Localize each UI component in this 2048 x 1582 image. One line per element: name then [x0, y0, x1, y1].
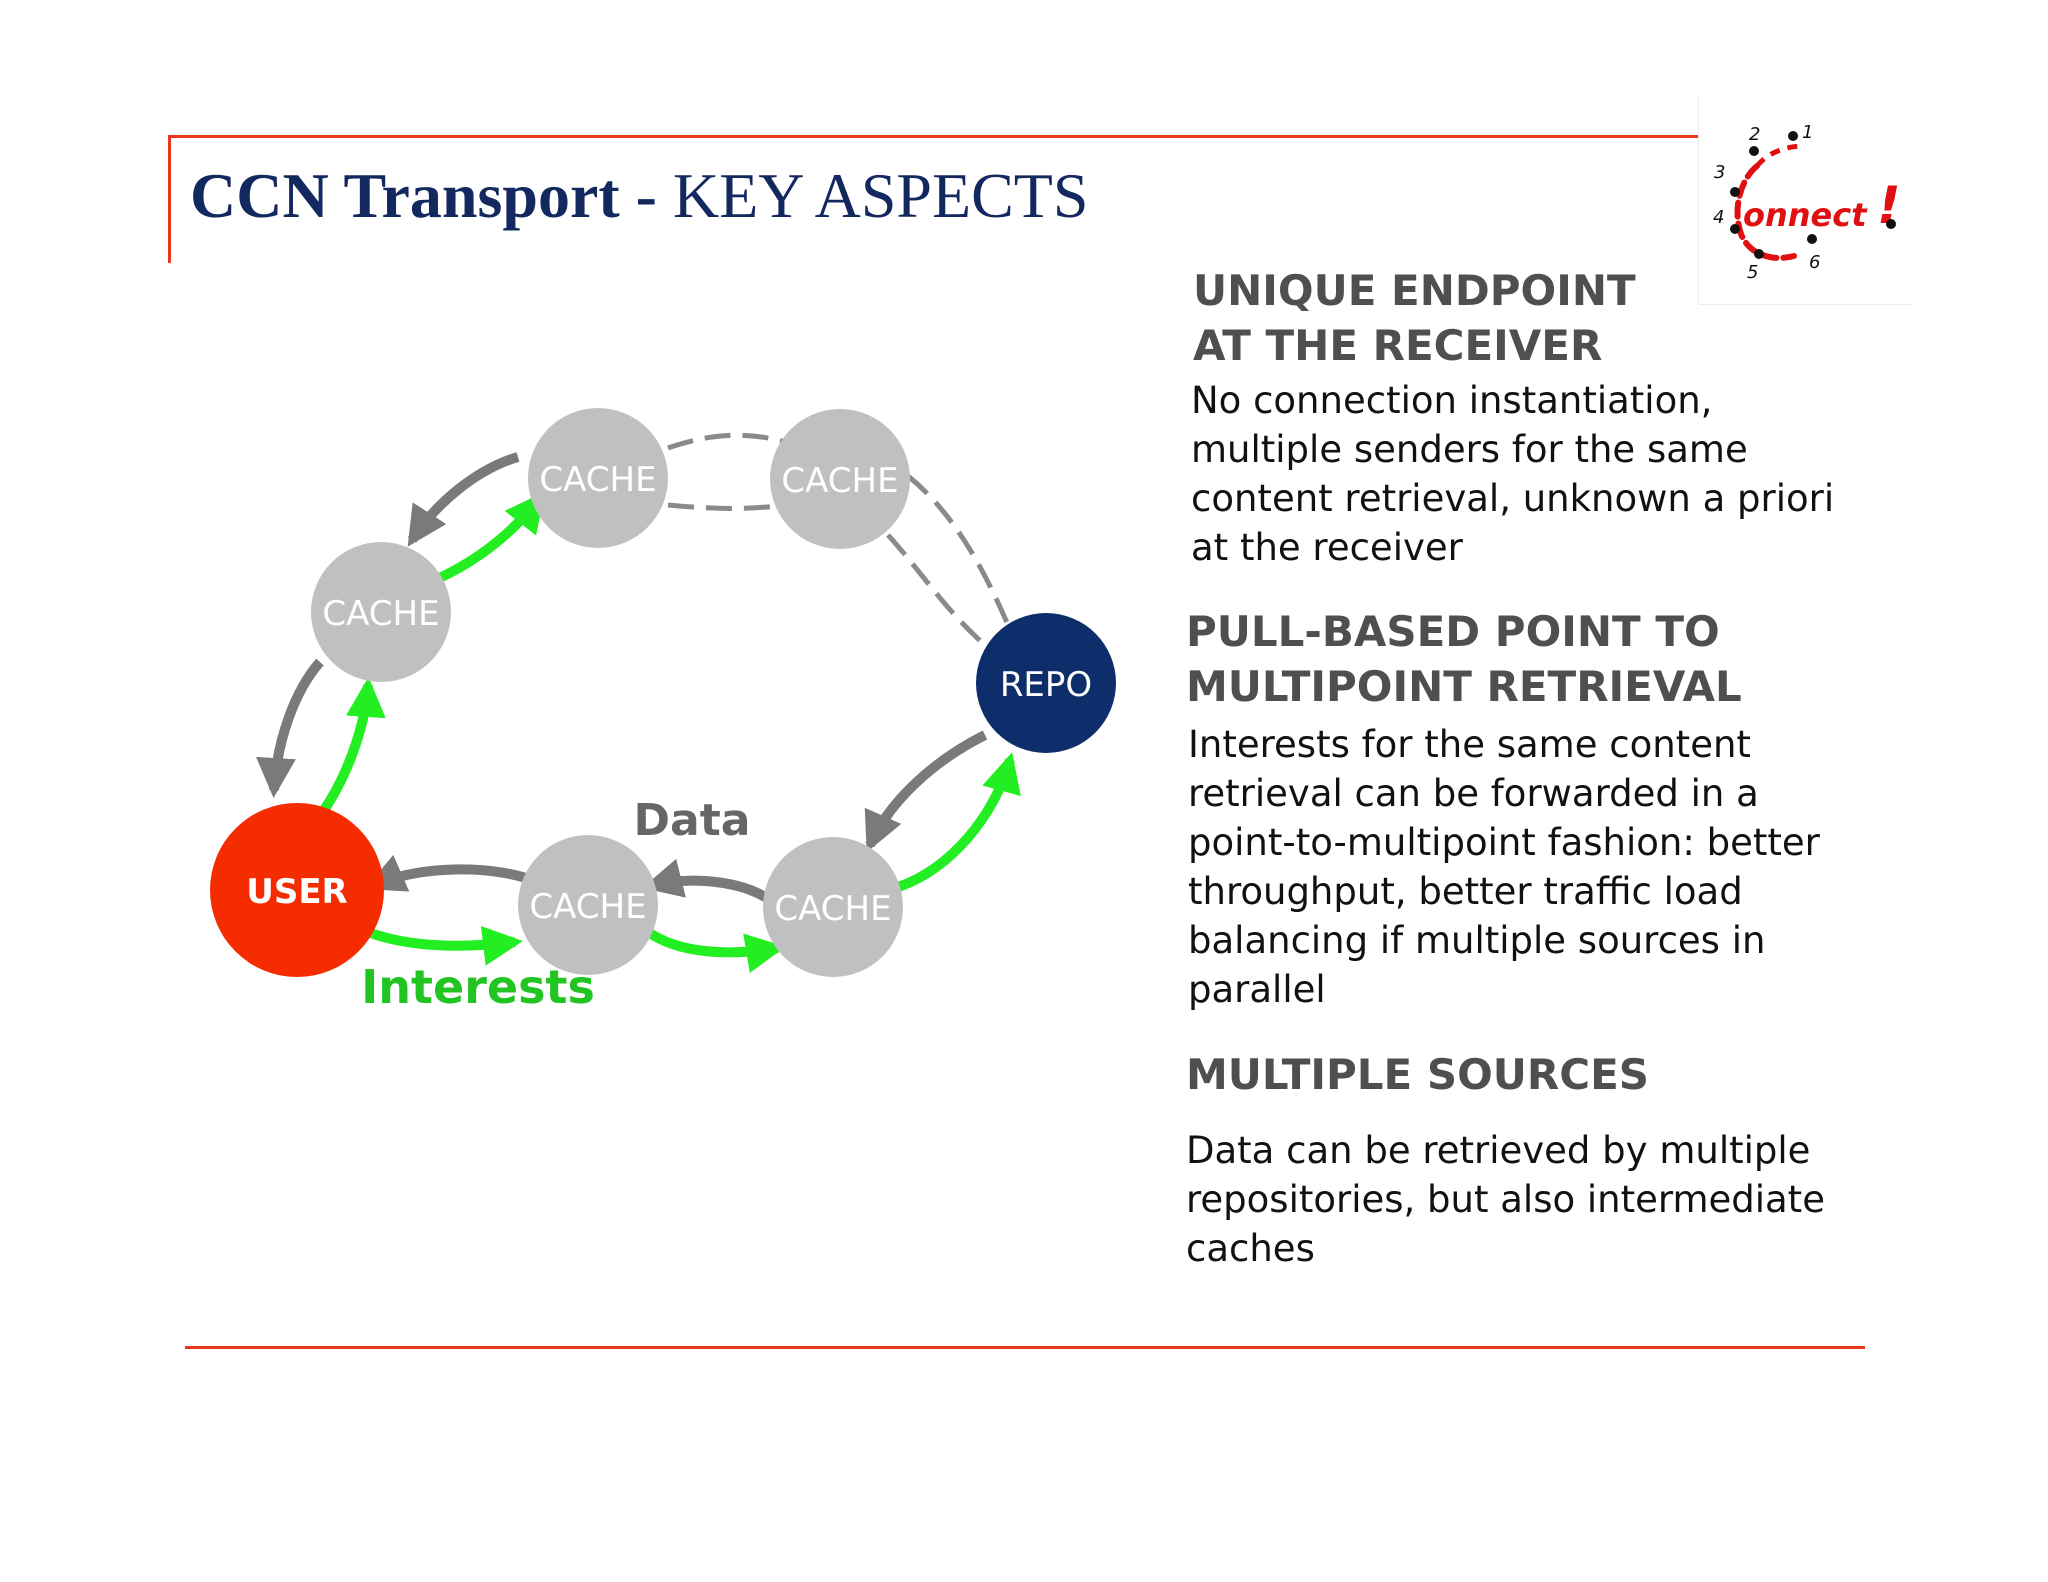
interests-label: Interests: [361, 960, 595, 1014]
heading-line: AT THE RECEIVER: [1193, 321, 1603, 370]
body-line: parallel: [1188, 968, 1326, 1011]
repo-label: REPO: [1000, 665, 1092, 705]
body-line: caches: [1186, 1227, 1315, 1270]
logo-dot: [1807, 234, 1817, 244]
repo-node: REPO: [976, 613, 1116, 753]
body-line: throughput, better traffic load: [1188, 870, 1743, 913]
logo-dot: [1886, 219, 1896, 229]
cache-label: CACHE: [529, 887, 646, 927]
data-arrow: [255, 658, 324, 798]
logo-wordmark: onnect: [1743, 196, 1868, 234]
logo-dot: [1749, 146, 1759, 156]
logo-c-top: [1755, 143, 1805, 168]
heading-line: UNIQUE ENDPOINT: [1193, 266, 1636, 315]
body-line: repositories, but also intermediate: [1186, 1178, 1825, 1221]
slide-title: CCN Transport - KEY ASPECTS: [190, 158, 1088, 235]
connect-logo: 2 1 3 4 5 6 onnect !: [1698, 96, 1911, 305]
header-rule-left: [168, 135, 171, 263]
cache-label: CACHE: [774, 889, 891, 929]
logo-dot: [1754, 249, 1764, 259]
cache-circle: [770, 409, 910, 549]
interest-arrow: [317, 677, 386, 816]
logo-c-arc: [1734, 163, 1797, 261]
cache-label: CACHE: [322, 594, 439, 634]
cache-circle: [528, 408, 668, 548]
cache-circle: [311, 542, 451, 682]
cache-label: CACHE: [539, 460, 656, 500]
body-line: Interests for the same content: [1188, 723, 1751, 766]
section-body-unique-endpoint: No connection instantiation, multiple se…: [1191, 376, 1834, 572]
logo-number: 2: [1749, 124, 1760, 145]
cache-label: CACHE: [781, 461, 898, 501]
cache-node-left: CACHE: [311, 542, 451, 682]
section-heading-unique-endpoint: UNIQUE ENDPOINT AT THE RECEIVER: [1193, 263, 1636, 373]
cache-circle: [763, 837, 903, 977]
section-heading-multiple-sources: MULTIPLE SOURCES: [1186, 1047, 1649, 1102]
cache-node-top-left: CACHE: [528, 408, 668, 548]
interest-arrow: [645, 927, 786, 973]
data-arrow: [864, 730, 988, 853]
logo-number: 6: [1809, 252, 1820, 273]
section-heading-pull-based: PULL-BASED POINT TO MULTIPOINT RETRIEVAL: [1186, 604, 1742, 714]
cache-circle: [518, 835, 658, 975]
title-bold: CCN Transport -: [190, 160, 657, 231]
interest-arrow: [896, 752, 1021, 892]
logo-number: 5: [1747, 262, 1758, 283]
heading-line: MULTIPLE SOURCES: [1186, 1050, 1650, 1099]
repo-circle: [976, 613, 1116, 753]
data-arrow: [642, 858, 773, 905]
heading-line: MULTIPOINT RETRIEVAL: [1186, 662, 1742, 711]
cache-node-bottom-mid: CACHE: [518, 835, 658, 975]
interest-arrow: [366, 925, 523, 966]
logo-number: 3: [1714, 162, 1725, 183]
interest-arrow: [432, 491, 545, 585]
body-line: No connection instantiation,: [1191, 379, 1713, 422]
body-line: Data can be retrieved by multiple: [1186, 1129, 1811, 1172]
logo-dot: [1730, 187, 1740, 197]
user-circle: [210, 803, 384, 977]
cache-node-bottom-right: CACHE: [763, 837, 903, 977]
connect-logo-graphic: 2 1 3 4 5 6 onnect !: [1713, 122, 1901, 283]
dashed-link: [886, 533, 987, 647]
data-arrow: [407, 452, 520, 547]
user-node: USER: [210, 803, 384, 977]
title-regular: KEY ASPECTS: [672, 160, 1089, 231]
logo-number: 1: [1802, 122, 1813, 143]
section-body-pull-based: Interests for the same content retrieval…: [1188, 720, 1820, 1014]
user-label: USER: [246, 872, 348, 912]
heading-line: PULL-BASED POINT TO: [1186, 607, 1720, 656]
section-body-multiple-sources: Data can be retrieved by multiple reposi…: [1186, 1126, 1825, 1273]
body-line: multiple senders for the same: [1191, 428, 1748, 471]
data-arrow: [364, 854, 534, 892]
body-line: at the receiver: [1191, 526, 1463, 569]
cache-node-top-right: CACHE: [770, 409, 910, 549]
body-line: balancing if multiple sources in: [1188, 919, 1766, 962]
data-label: Data: [634, 795, 751, 846]
logo-number: 4: [1713, 207, 1724, 228]
logo-dot: [1788, 131, 1798, 141]
body-line: point-to-multipoint fashion: better: [1188, 821, 1820, 864]
header-rule-top: [168, 135, 1698, 138]
logo-dot: [1730, 224, 1740, 234]
body-line: content retrieval, unknown a priori: [1191, 477, 1835, 520]
dashed-link: [906, 474, 1011, 626]
body-line: retrieval can be forwarded in a: [1188, 772, 1759, 815]
footer-rule: [185, 1346, 1865, 1349]
